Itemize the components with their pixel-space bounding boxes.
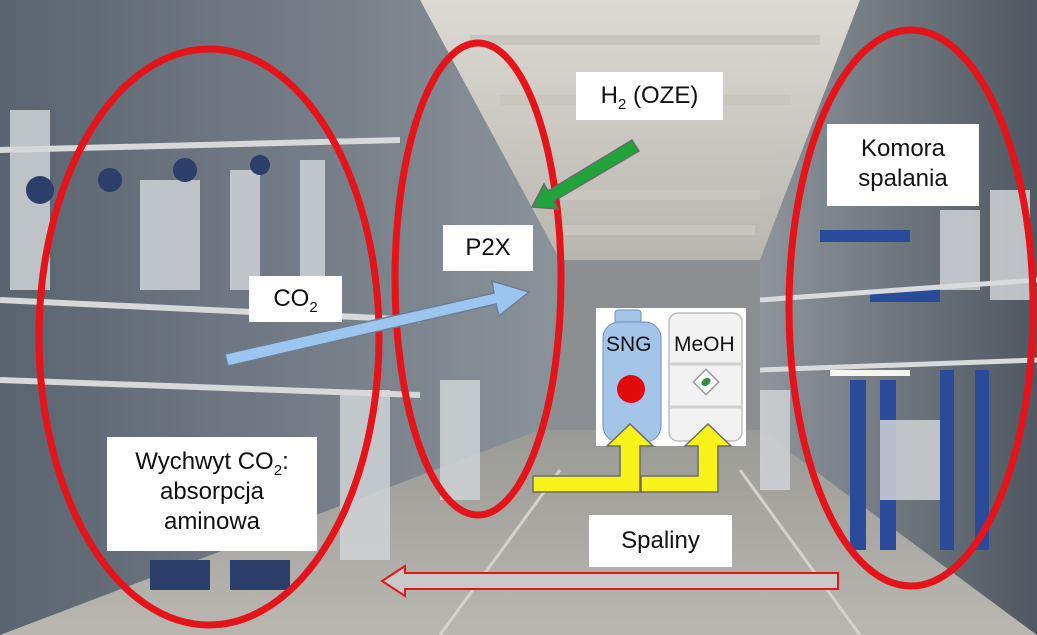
- ellipse-p2x: [391, 39, 565, 519]
- meoh-product-arrow: [640, 422, 733, 493]
- gas-cylinder-icon: [602, 309, 662, 443]
- sng-label: SNG: [606, 333, 652, 356]
- co2-capture-label: Wychwyt CO2: absorpcja aminowa: [107, 437, 317, 551]
- sng-product-arrow: [532, 422, 655, 493]
- meoh-label: MeOH: [674, 333, 735, 356]
- h2-arrow: [530, 138, 641, 210]
- h2-oze-label: H2 (OZE): [576, 72, 723, 120]
- ellipse-co2-capture: [35, 45, 383, 629]
- combustion-chamber-label: Komora spalania: [827, 124, 979, 206]
- flue-gas-arrow: [380, 564, 839, 598]
- p2x-label: P2X: [443, 225, 533, 271]
- co2-label: CO2: [249, 276, 342, 322]
- flue-gas-label: Spaliny: [589, 515, 732, 567]
- ellipse-combustion-chamber: [785, 26, 1037, 590]
- co2-arrow: [224, 279, 531, 367]
